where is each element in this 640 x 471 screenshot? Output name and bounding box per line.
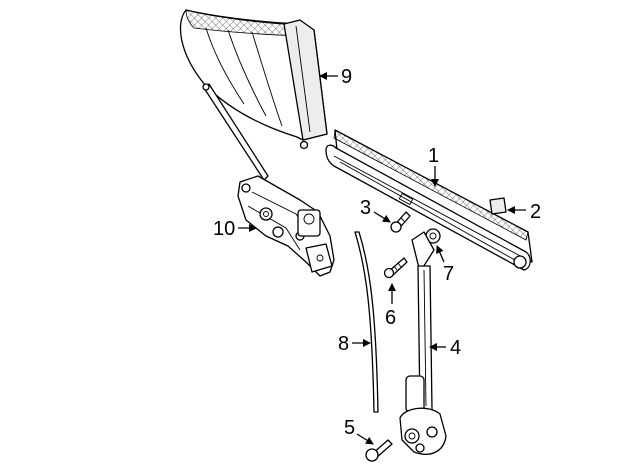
glass-run-strip bbox=[354, 231, 379, 413]
callout-10: 10 bbox=[213, 218, 257, 240]
callout-8-label: 8 bbox=[338, 333, 349, 355]
callout-9-label: 9 bbox=[341, 66, 352, 88]
quarter-window-glass bbox=[179, 9, 328, 150]
callout-10-label: 10 bbox=[213, 218, 235, 240]
callout-7: 7 bbox=[436, 245, 454, 285]
callout-4: 4 bbox=[429, 337, 461, 359]
callout-6-label: 6 bbox=[385, 307, 396, 329]
callout-7-label: 7 bbox=[443, 263, 454, 285]
callout-5: 5 bbox=[344, 417, 374, 445]
callout-2: 2 bbox=[507, 201, 541, 223]
callout-1-label: 1 bbox=[428, 145, 439, 167]
channel-end-cap bbox=[489, 197, 507, 215]
callout-3: 3 bbox=[360, 197, 391, 223]
callout-4-label: 4 bbox=[450, 337, 461, 359]
callout-1: 1 bbox=[428, 145, 439, 187]
regulator-screw-lower bbox=[383, 257, 408, 279]
window-regulator bbox=[399, 231, 447, 455]
quarter-regulator-motor bbox=[202, 83, 335, 277]
callout-2-label: 2 bbox=[530, 201, 541, 223]
callout-9: 9 bbox=[319, 66, 352, 88]
regulator-bolt bbox=[365, 439, 393, 462]
callout-8: 8 bbox=[338, 333, 371, 355]
callout-6: 6 bbox=[385, 283, 396, 329]
callout-5-label: 5 bbox=[344, 417, 355, 439]
regulator-screw-upper bbox=[390, 211, 411, 233]
callout-3-label: 3 bbox=[360, 197, 371, 219]
